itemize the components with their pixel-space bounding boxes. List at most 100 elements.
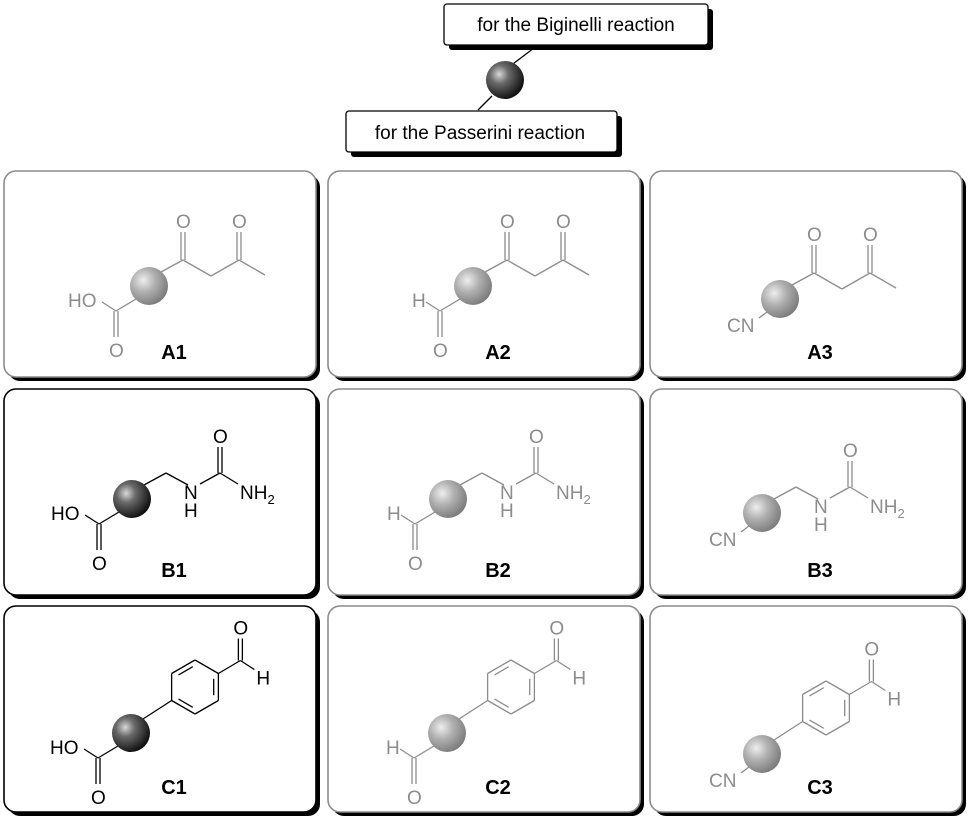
bond	[487, 699, 512, 715]
amide-hydrogen-label: H	[814, 515, 828, 536]
nitrogen-label: N	[500, 483, 514, 504]
bond	[494, 666, 510, 676]
header-legend: for the Biginelli reaction for the Passe…	[345, 3, 713, 157]
bond	[510, 699, 535, 715]
bond	[740, 525, 750, 533]
bond	[400, 514, 416, 525]
hydroxyl-label: HO	[51, 504, 80, 525]
bond	[809, 719, 825, 729]
aldehyde-hydrogen-label: H	[572, 669, 586, 690]
solid-support-sphere-icon	[113, 480, 151, 518]
amide-hydrogen-label: H	[184, 501, 198, 522]
compound-label: C2	[485, 777, 511, 799]
bond	[849, 680, 872, 696]
bond	[115, 298, 137, 312]
bond	[758, 311, 768, 319]
bond	[425, 301, 441, 312]
isocyanide-label: CN	[709, 771, 736, 792]
hydrogen-label: H	[412, 291, 426, 312]
bond	[825, 720, 850, 736]
passerini-label-box: for the Passerini reaction	[345, 110, 622, 157]
hydrogen-label: H	[386, 738, 400, 759]
bond	[182, 259, 212, 277]
nitrogen-label: N	[814, 497, 828, 518]
subscript-2: 2	[267, 492, 274, 507]
carbonyl-oxygen-label: O	[863, 225, 878, 246]
bond	[459, 472, 483, 486]
bond	[481, 472, 505, 486]
bond	[194, 659, 219, 675]
compound-label: B1	[161, 560, 187, 582]
subscript-2: 2	[897, 506, 904, 521]
nitrogen-label: N	[184, 483, 198, 504]
compound-label: B3	[807, 560, 833, 582]
aldehyde-oxygen-label: O	[549, 619, 564, 640]
card-frame	[327, 388, 641, 596]
carbonyl-oxygen-label: O	[176, 212, 191, 233]
bond	[101, 301, 117, 312]
bond	[506, 259, 536, 277]
bond	[171, 699, 196, 715]
connector-line-bottom	[477, 95, 493, 111]
card-frame	[3, 388, 317, 596]
bond	[791, 272, 815, 286]
bond	[413, 745, 435, 759]
bond	[773, 720, 803, 741]
carbonyl-oxygen-label: O	[556, 212, 571, 233]
oxygen-label: O	[91, 788, 106, 809]
bond	[178, 698, 194, 708]
bond	[534, 259, 564, 277]
bond	[199, 472, 221, 485]
bond	[773, 486, 797, 500]
bond	[849, 486, 869, 499]
compound-label: A2	[485, 342, 511, 364]
carbonyl-oxygen-label: O	[529, 427, 544, 448]
isocyanide-label: CN	[727, 316, 754, 337]
bond	[802, 680, 827, 696]
bond	[142, 699, 172, 720]
bond	[535, 472, 555, 485]
solid-support-sphere-icon	[486, 61, 524, 99]
passerini-label: for the Passerini reaction	[375, 123, 585, 144]
compound-label: C1	[161, 777, 187, 799]
bond	[869, 272, 897, 289]
bond	[562, 259, 590, 276]
oxygen-label: O	[433, 341, 448, 362]
card-frame	[649, 170, 963, 378]
oxygen-label: O	[407, 788, 422, 809]
bond	[84, 514, 100, 525]
bond	[178, 666, 194, 676]
card-c2: H O O H C2	[327, 605, 644, 816]
bond	[218, 659, 241, 675]
solid-support-sphere-icon	[428, 714, 466, 752]
solid-support-sphere-icon	[454, 267, 492, 305]
hydrogen-label: H	[387, 504, 401, 525]
oxygen-label: O	[92, 554, 107, 575]
aldehyde-hydrogen-label: H	[887, 690, 901, 711]
compound-label: B2	[485, 560, 511, 582]
bond	[515, 472, 537, 485]
solid-support-sphere-icon	[761, 280, 799, 318]
bond	[399, 748, 415, 759]
hydroxyl-label: HO	[68, 291, 97, 312]
bond	[414, 511, 436, 525]
bond	[98, 511, 120, 525]
bond	[825, 680, 850, 696]
bond	[871, 680, 886, 692]
bond	[795, 486, 819, 500]
biginelli-label-box: for the Biginelli reaction	[443, 3, 713, 50]
aldehyde-oxygen-label: O	[864, 640, 879, 661]
bond	[484, 259, 508, 273]
bond	[809, 687, 825, 697]
aldehyde-hydrogen-label: H	[256, 669, 270, 690]
bond	[97, 745, 119, 759]
carbonyl-oxygen-label: O	[232, 212, 247, 233]
card-frame	[649, 605, 963, 813]
carbonyl-oxygen-label: O	[500, 212, 515, 233]
